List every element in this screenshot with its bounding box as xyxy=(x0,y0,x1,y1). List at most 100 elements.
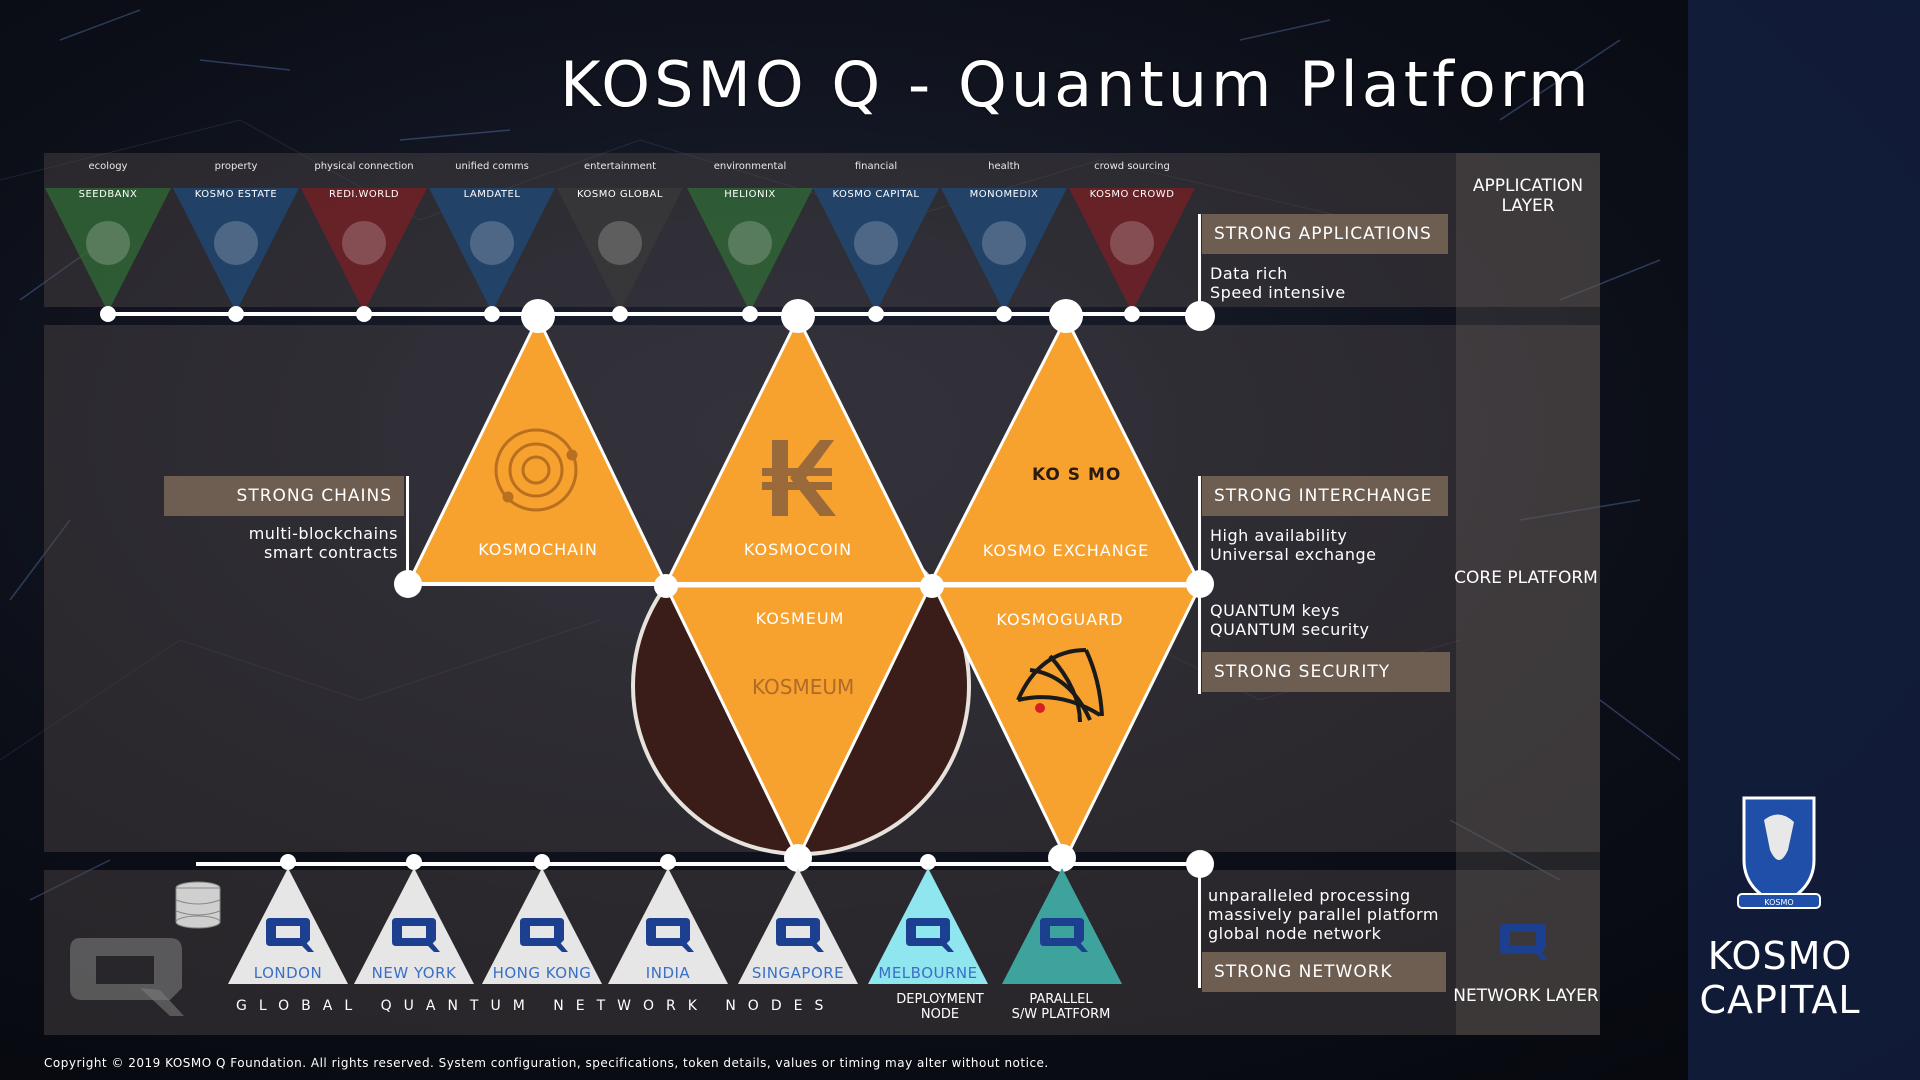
kosmochain-label: KOSMOCHAIN xyxy=(478,540,598,559)
app-name: KOSMO GLOBAL xyxy=(576,189,663,200)
node-triangle-icon xyxy=(738,868,858,984)
app-triangle xyxy=(45,188,171,312)
app-triangle xyxy=(687,188,813,312)
network-node[interactable]: HONG KONG xyxy=(478,854,606,990)
kosmo-q-tail xyxy=(550,940,568,952)
strong-chains-notes: multi-blockchains smart contracts xyxy=(164,524,398,562)
strong-applications-notes: Data rich Speed intensive xyxy=(1210,264,1346,302)
network-connector-line xyxy=(196,862,1202,866)
network-node[interactable]: NEW YORK xyxy=(350,854,478,990)
app-triangle xyxy=(173,188,299,312)
network-node-dot xyxy=(660,854,676,870)
app-category: health xyxy=(988,161,1020,172)
app-name: KOSMO ESTATE xyxy=(194,189,278,200)
app-logo-badge xyxy=(86,221,130,265)
kosmocoin-k-icon xyxy=(762,440,836,516)
app-name: KOSMO CAPITAL xyxy=(832,189,920,200)
kosmo-q-icon xyxy=(1040,918,1084,946)
strong-network-tag: STRONG NETWORK xyxy=(1202,952,1446,992)
deployment-node-caption: DEPLOYMENT NODE xyxy=(880,992,1000,1022)
kosmo-q-icon xyxy=(392,918,436,946)
network-node-dot xyxy=(280,854,296,870)
kosmo-estate-logo-icon xyxy=(173,188,299,312)
application-connector-line xyxy=(108,312,1202,316)
kosmo-q-tail xyxy=(806,940,824,952)
app-name: KOSMO CROWD xyxy=(1089,189,1175,200)
kosmo-q-tail xyxy=(1070,940,1088,952)
monomedix-logo-icon xyxy=(941,188,1067,312)
kosmo-global-logo-icon xyxy=(557,188,683,312)
kosmo-q-tail xyxy=(422,940,440,952)
strong-chains-bar xyxy=(406,476,409,586)
kosmo-crowd-logo-icon xyxy=(1069,188,1195,312)
strong-chains-tag: STRONG CHAINS xyxy=(164,476,404,516)
strong-security-tag: STRONG SECURITY xyxy=(1202,652,1450,692)
strong-interchange-notes: High availability Universal exchange xyxy=(1210,526,1377,564)
applications-note-2: Speed intensive xyxy=(1210,283,1346,302)
strong-applications-tag: STRONG APPLICATIONS xyxy=(1202,214,1448,254)
app-logo-badge xyxy=(982,221,1026,265)
kosmeum-label: KOSMEUM xyxy=(755,609,845,628)
app-category: property xyxy=(214,161,258,172)
app-triangle xyxy=(301,188,427,312)
kosmo-exchange-logo: KO S MO xyxy=(1032,465,1122,485)
node-city-label: LONDON xyxy=(253,964,323,982)
network-node[interactable] xyxy=(998,854,1126,990)
lamdatel-helmet-logo-icon xyxy=(429,188,555,312)
application-layer-label: APPLICATION LAYER xyxy=(1472,176,1584,216)
kosmo-q-watermark-icon xyxy=(70,938,184,1016)
kosmo-q-icon xyxy=(646,918,690,946)
interchange-note-1: High availability xyxy=(1210,526,1348,545)
database-icon xyxy=(175,881,221,929)
security-note-1: QUANTUM keys xyxy=(1210,601,1340,620)
copyright-notice: Copyright © 2019 KOSMO Q Foundation. All… xyxy=(44,1056,1049,1070)
node-triangle-icon xyxy=(608,868,728,984)
app-triangle xyxy=(557,188,683,312)
node-triangle-icon xyxy=(228,868,348,984)
brand-line-2: CAPITAL xyxy=(1699,978,1861,1022)
node-triangle-icon xyxy=(868,868,988,984)
network-layer-label: NETWORK LAYER xyxy=(1453,986,1599,1006)
layer-column xyxy=(1456,153,1600,1035)
app-name: LAMDATEL xyxy=(463,189,521,200)
network-node[interactable]: INDIA xyxy=(604,854,732,990)
app-category: unified comms xyxy=(455,161,529,172)
network-bar xyxy=(1198,870,1201,988)
node-city-label: SINGAPORE xyxy=(751,964,845,982)
kosmoguard-globe-icon xyxy=(1016,648,1104,723)
app-category: crowd sourcing xyxy=(1094,161,1170,172)
strong-chains-note-1: multi-blockchains xyxy=(248,524,398,543)
node-triangle-icon xyxy=(482,868,602,984)
network-node[interactable]: SINGAPORE xyxy=(734,854,862,990)
kosmo-capital-crest-icon xyxy=(813,188,939,312)
kosmo-q-icon xyxy=(906,918,950,946)
rediworld-logo-icon xyxy=(301,188,427,312)
network-node[interactable]: LONDON xyxy=(224,854,352,990)
app-category: environmental xyxy=(713,161,787,172)
app-category: physical connection xyxy=(314,161,414,172)
app-triangle xyxy=(813,188,939,312)
kosmo-q-tail xyxy=(936,940,954,952)
app-name: MONOMEDIX xyxy=(969,189,1039,200)
node-triangle-icon xyxy=(354,868,474,984)
node-triangle-icon xyxy=(1002,868,1122,984)
network-node-dot xyxy=(406,854,422,870)
node-city-label: INDIA xyxy=(645,964,691,982)
network-note-2: massively parallel platform xyxy=(1208,905,1439,924)
strong-network-notes: unparalleled processing massively parall… xyxy=(1208,886,1439,943)
app-logo-badge xyxy=(470,221,514,265)
node-dot xyxy=(521,299,555,333)
app-logo-badge xyxy=(214,221,258,265)
network-node[interactable]: MELBOURNE xyxy=(864,854,992,990)
kosmo-q-icon xyxy=(520,918,564,946)
network-note-1: unparalleled processing xyxy=(1208,886,1411,905)
network-q-icon xyxy=(1500,924,1548,960)
